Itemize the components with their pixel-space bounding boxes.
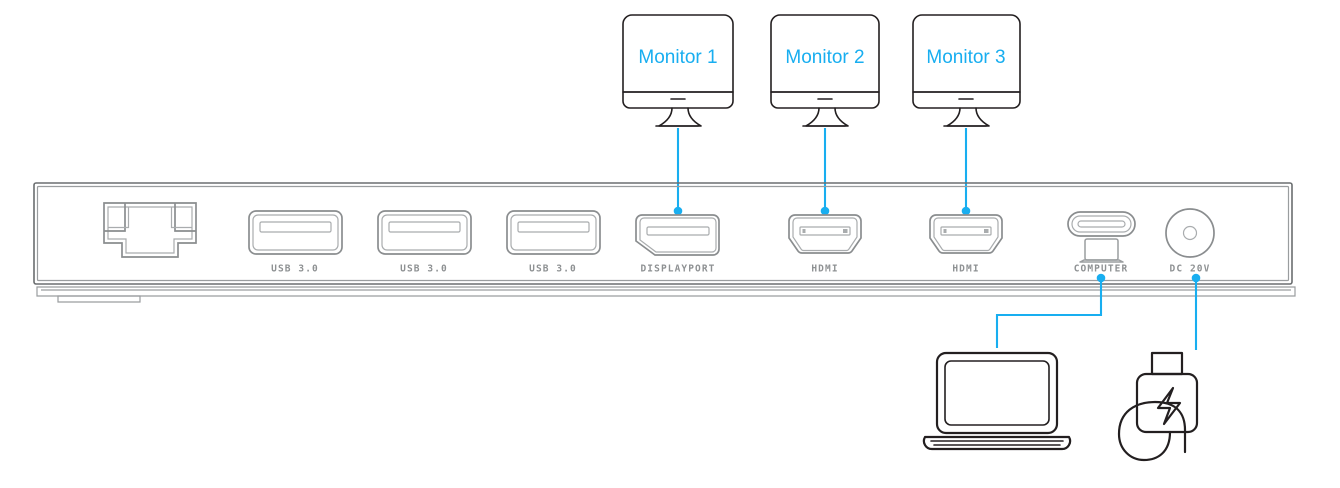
- port-displayport[interactable]: DISPLAYPORT: [635, 214, 720, 275]
- port-usb-3[interactable]: USB 3.0: [506, 210, 601, 275]
- port-usb-2-label: USB 3.0: [400, 264, 448, 275]
- port-usb-2[interactable]: USB 3.0: [377, 210, 472, 275]
- power-adapter-device[interactable]: [1117, 351, 1199, 462]
- port-computer[interactable]: COMPUTER: [1067, 211, 1136, 275]
- port-ethernet[interactable]: [103, 202, 197, 258]
- monitor-1-label: Monitor 1: [638, 47, 717, 68]
- port-hdmi-2[interactable]: HDMI: [929, 214, 1003, 275]
- port-hdmi-1-label: HDMI: [811, 264, 838, 275]
- port-usb-1[interactable]: USB 3.0: [248, 210, 343, 275]
- laptop-device[interactable]: [922, 351, 1072, 451]
- cable-monitor3-hdmi2: [961, 128, 971, 216]
- port-usb-3-label: USB 3.0: [529, 264, 577, 275]
- cable-dc-adapter: [1191, 273, 1201, 350]
- cable-monitor2-hdmi1: [820, 128, 830, 216]
- monitor-1[interactable]: Monitor 1: [622, 14, 734, 127]
- cable-computer-laptop: [995, 273, 1106, 348]
- port-computer-label: COMPUTER: [1074, 264, 1129, 275]
- port-hdmi-2-label: HDMI: [952, 264, 979, 275]
- monitor-3-label: Monitor 3: [926, 47, 1005, 68]
- port-hdmi-1[interactable]: HDMI: [788, 214, 862, 275]
- port-displayport-label: DISPLAYPORT: [640, 264, 715, 275]
- port-dc[interactable]: DC 20V: [1165, 208, 1215, 275]
- monitor-2-label: Monitor 2: [785, 47, 864, 68]
- port-usb-1-label: USB 3.0: [271, 264, 319, 275]
- cable-monitor1-displayport: [673, 128, 683, 216]
- docking-station-body: [33, 182, 1296, 303]
- monitor-2[interactable]: Monitor 2: [770, 14, 880, 127]
- monitor-3[interactable]: Monitor 3: [912, 14, 1021, 127]
- port-dc-label: DC 20V: [1170, 264, 1211, 275]
- laptop-glyph-icon: [1079, 238, 1124, 263]
